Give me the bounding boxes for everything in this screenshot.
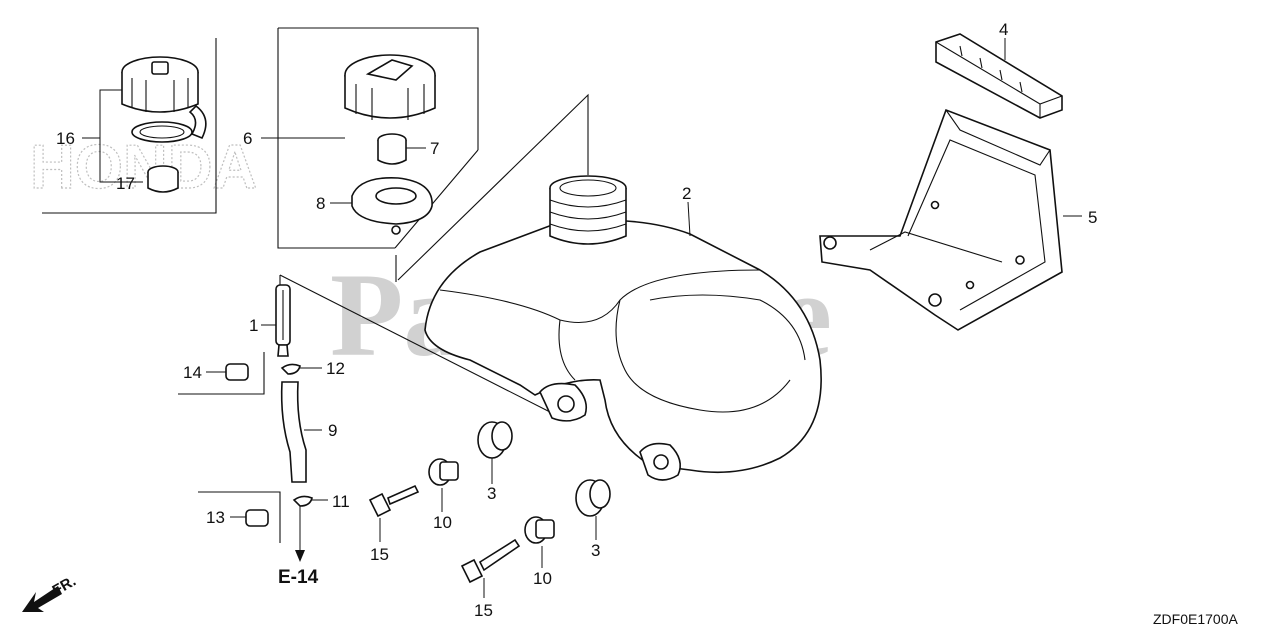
callout-16: 16	[56, 129, 75, 148]
diagram-code: ZDF0E1700A	[1153, 611, 1238, 627]
callout-8: 8	[316, 194, 325, 213]
callout-14: 14	[183, 363, 202, 382]
callout-12: 12	[326, 359, 345, 378]
callout-13: 13	[206, 508, 225, 527]
callout-4: 4	[999, 20, 1008, 39]
callout-3-lower: 3	[591, 541, 600, 560]
callout-1: 1	[249, 316, 258, 335]
callout-9: 9	[328, 421, 337, 440]
front-arrow-icon	[22, 586, 62, 612]
callout-7: 7	[430, 139, 439, 158]
rubber-pad	[935, 33, 1063, 119]
callout-15-upper: 15	[370, 545, 389, 564]
callout-11: 11	[332, 492, 350, 511]
fuel-line-parts	[178, 284, 328, 562]
fuel-tank	[424, 175, 822, 481]
callout-6: 6	[243, 129, 252, 148]
inset-fuel-cap-assembly	[42, 38, 217, 214]
fuel-cap-group	[261, 27, 479, 282]
reference-e14: E-14	[278, 567, 319, 588]
callout-17: 17	[116, 174, 135, 193]
honda-watermark: HONDA	[30, 133, 257, 202]
callout-10-upper: 10	[433, 513, 452, 532]
mounting-hardware	[368, 421, 611, 598]
callout-10-lower: 10	[533, 569, 552, 588]
callout-15-lower: 15	[474, 601, 493, 620]
callout-2: 2	[682, 184, 691, 203]
callout-5: 5	[1088, 208, 1097, 227]
tank-bracket	[819, 108, 1082, 331]
callout-3-upper: 3	[487, 484, 496, 503]
